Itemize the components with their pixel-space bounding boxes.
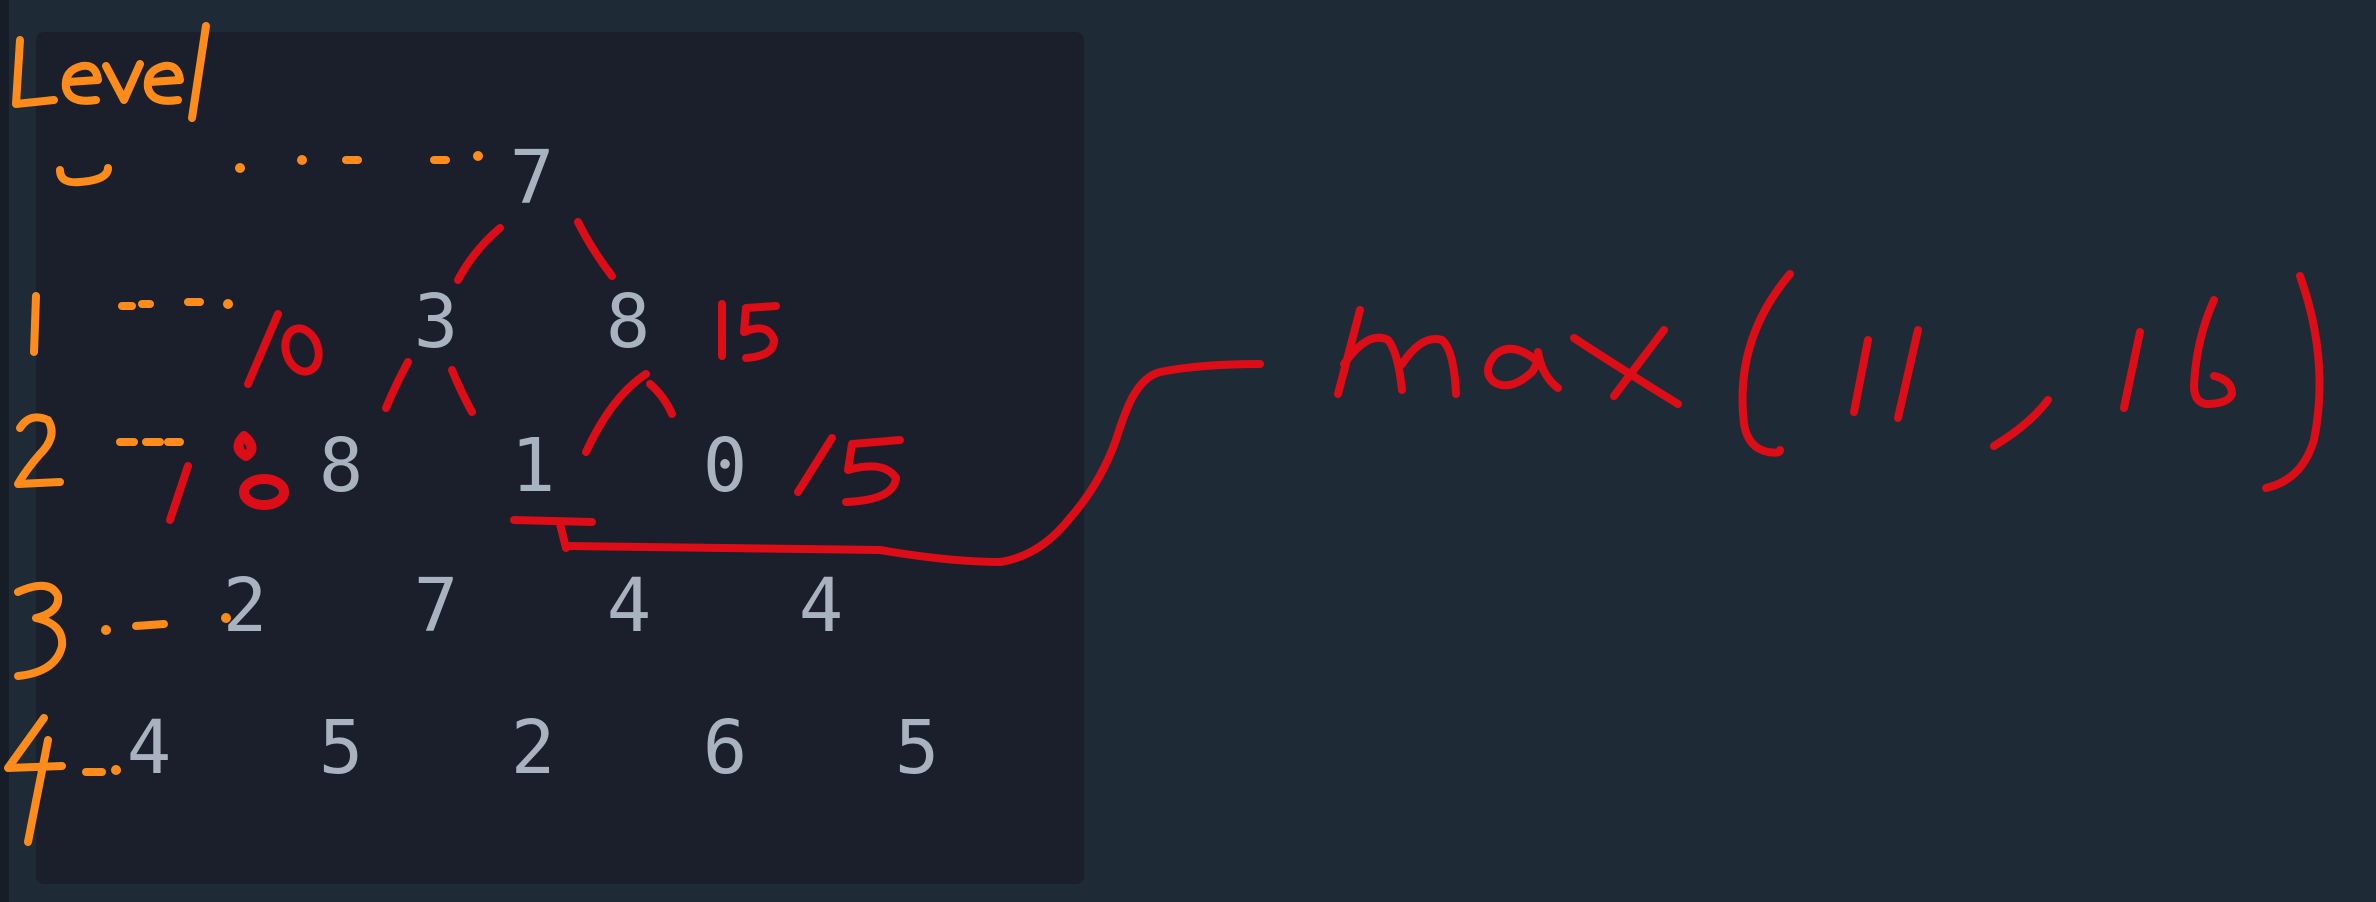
connector-7-8 [574, 218, 616, 280]
tri-number-r4-c1: 5 [318, 705, 364, 791]
link-curve [564, 360, 1264, 566]
formula-close-paren [2262, 272, 2324, 492]
level-number-3 [14, 582, 67, 680]
underline-mark [510, 516, 596, 526]
tri-number-r3-c2: 4 [606, 563, 652, 649]
sum-row2-right-digit-5 [842, 436, 904, 506]
connector-8-0 [646, 380, 676, 418]
level-heading-letter-v [102, 60, 144, 104]
tri-number-r3-c1: 7 [413, 563, 459, 649]
level-numbers [4, 151, 483, 846]
level-number-2 [14, 413, 64, 488]
connector-3-1 [448, 366, 476, 416]
connector-8-1 [582, 370, 650, 456]
formula-comma [1990, 396, 2052, 450]
leader-dot [473, 151, 483, 161]
sum-row1-left-digit-1 [244, 310, 282, 388]
level-number-1 [30, 292, 40, 356]
connector-7-3 [454, 224, 504, 284]
level-heading-letter-e1 [61, 61, 102, 105]
window-edge [0, 0, 9, 902]
tri-number-r2-c0: 8 [318, 423, 364, 509]
tri-number-r2-c1: 1 [510, 423, 556, 509]
sum-row1-left-digit-0 [281, 324, 323, 376]
tri-number-r4-c4: 5 [894, 705, 940, 791]
formula-letter-m [1334, 306, 1460, 398]
path-sum-labels [166, 300, 904, 524]
sum-row2-left-digit-1 [166, 462, 192, 524]
formula-digit-1c [2120, 328, 2144, 412]
formula-open-paren [1738, 270, 1794, 457]
level-heading-handwriting [12, 22, 210, 122]
sum-row2-right-digit-1 [794, 434, 836, 496]
tri-number-r3-c0: 2 [222, 563, 268, 649]
formula-digit-1a [1850, 336, 1872, 416]
level-number-4 [4, 714, 66, 846]
tri-number-r1-c0: 3 [413, 279, 459, 365]
tri-number-r4-c0: 4 [126, 705, 172, 791]
sum-row2-left-mark [233, 431, 257, 461]
level-heading-letter-L [12, 36, 58, 108]
tri-number-r0-c0: 7 [509, 135, 555, 221]
tree-connectors [382, 218, 676, 456]
leader-dot [101, 625, 111, 635]
tri-number-r3-c3: 4 [798, 563, 844, 649]
leader-dot [235, 163, 245, 173]
formula-digit-1b [1894, 326, 1922, 422]
highlight-connector [510, 360, 1264, 566]
level-heading-letter-l [188, 22, 210, 122]
leader-dot [297, 155, 307, 165]
leader-dash [132, 620, 168, 630]
formula-handwriting [1334, 270, 2324, 492]
tri-number-r2-c2: 0 [702, 423, 748, 509]
leader-dot [221, 613, 231, 623]
tri-number-r1-c1: 8 [605, 279, 651, 365]
formula-letter-a [1484, 345, 1562, 392]
formula-digit-6 [2190, 296, 2236, 408]
connector-3-8 [382, 358, 412, 412]
sum-row2-left-digit-0 [239, 474, 289, 510]
leader-dot [111, 765, 121, 775]
level-number-0 [56, 164, 112, 187]
sum-row1-right-digit-5 [740, 302, 780, 362]
tri-number-r4-c3: 6 [702, 705, 748, 791]
tri-number-r4-c2: 2 [510, 705, 556, 791]
level-heading-letter-e2 [143, 61, 184, 105]
code-panel [36, 32, 1084, 884]
leader-dot [223, 299, 233, 309]
formula-letter-x [1570, 326, 1682, 408]
